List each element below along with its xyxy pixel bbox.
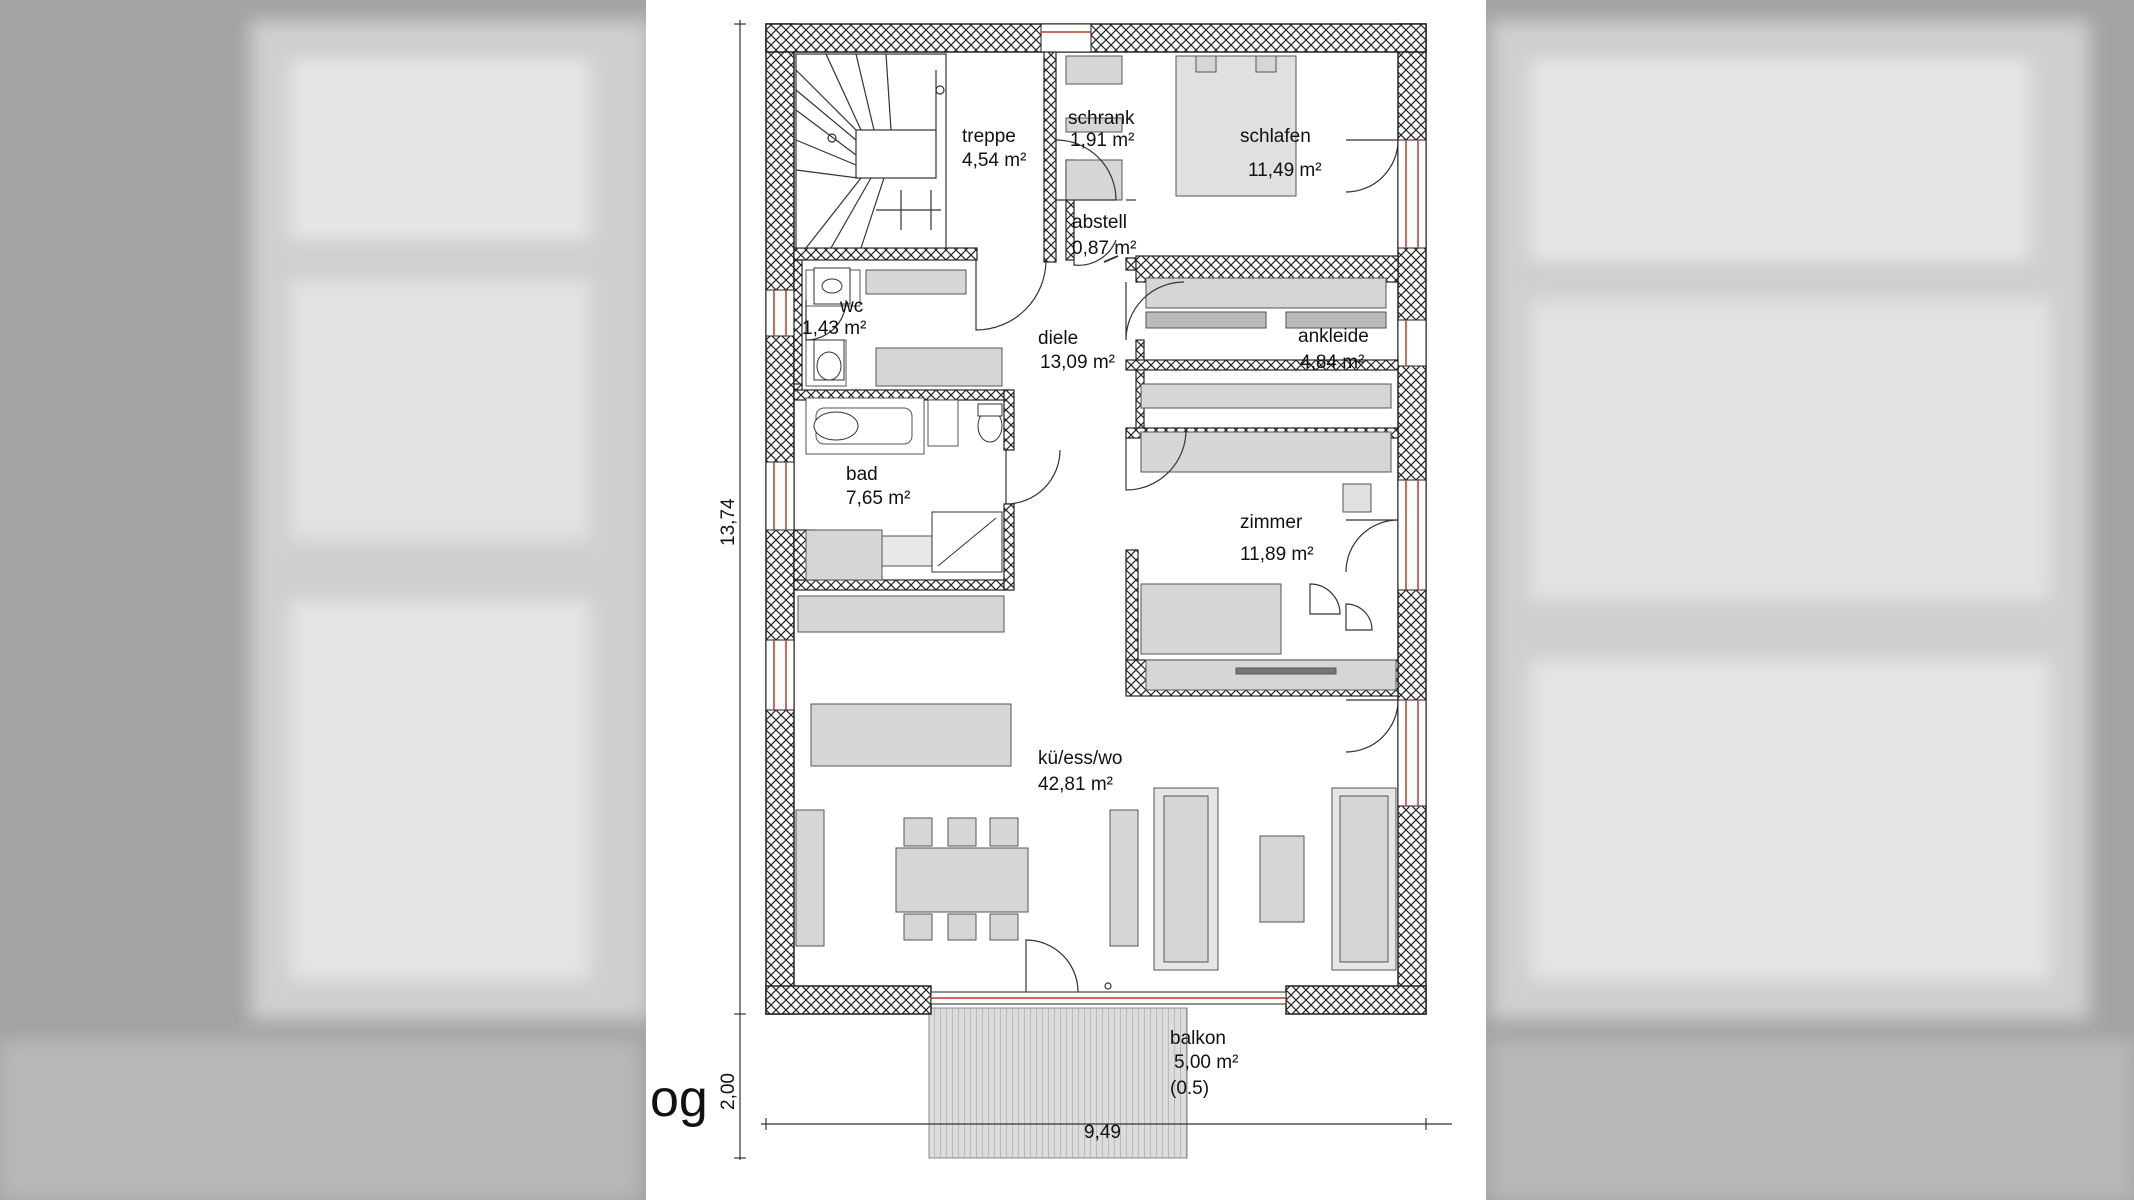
staircase	[795, 53, 947, 249]
room-area-diele: 13,09 m²	[1040, 352, 1115, 373]
dimension-height-balcony: 2,00	[718, 1073, 739, 1110]
floor-label: og	[650, 1070, 708, 1128]
room-name-schlafen: schlafen	[1240, 126, 1311, 147]
room-area-treppe: 4,54 m²	[962, 150, 1026, 171]
room-note-balkon: (0.5)	[1170, 1078, 1209, 1099]
room-area-zimmer: 11,89 m²	[1240, 544, 1314, 565]
room-area-kueche: 42,81 m²	[1038, 774, 1113, 795]
room-area-abstell: 0,87 m²	[1072, 238, 1136, 259]
dimension-height-main: 13,74	[718, 498, 739, 546]
room-name-ankleide: ankleide	[1298, 326, 1369, 347]
sanitary-fixtures	[813, 267, 1003, 443]
room-name-balkon: balkon	[1170, 1028, 1226, 1049]
floor-plan: treppe 4,54 m² schrank 1,91 m² schlafen …	[646, 0, 1486, 1200]
room-name-kueche: kü/ess/wo	[1038, 748, 1122, 769]
room-labels: treppe 4,54 m² schrank 1,91 m² schlafen …	[802, 108, 1369, 1099]
room-name-wc: wc	[839, 296, 863, 317]
room-name-zimmer: zimmer	[1240, 512, 1303, 533]
room-area-schrank: 1,91 m²	[1070, 130, 1134, 151]
room-name-diele: diele	[1038, 328, 1078, 349]
room-area-bad: 7,65 m²	[846, 488, 910, 509]
furniture	[795, 55, 1397, 971]
room-area-wc: 1,43 m²	[802, 318, 866, 339]
room-name-treppe: treppe	[962, 126, 1016, 147]
dimension-lines	[734, 20, 1452, 1160]
room-name-abstell: abstell	[1072, 212, 1127, 233]
dimension-width: 9,49	[1084, 1122, 1121, 1143]
room-name-bad: bad	[846, 464, 878, 485]
room-area-ankleide: 4,84 m²	[1300, 352, 1364, 373]
balcony-deck	[928, 1007, 1188, 1159]
room-area-schlafen: 11,49 m²	[1248, 160, 1322, 181]
room-name-schrank: schrank	[1068, 108, 1135, 129]
doors	[805, 139, 1399, 993]
windows	[765, 23, 1427, 1005]
floor-plan-drawing: treppe 4,54 m² schrank 1,91 m² schlafen …	[650, 20, 1452, 1160]
room-area-balkon: 5,00 m²	[1174, 1052, 1238, 1073]
